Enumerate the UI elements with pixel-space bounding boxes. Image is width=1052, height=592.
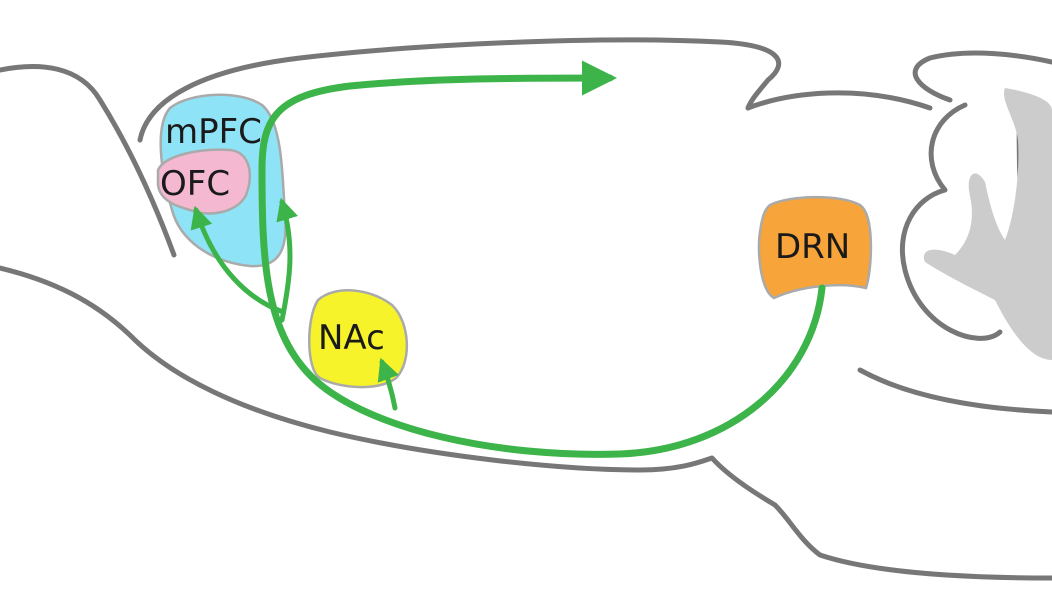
drn-shape (757, 195, 873, 300)
ofc-shape (156, 148, 252, 215)
nac-label: NAc (318, 318, 385, 358)
pathway-drn-to-ofc (190, 205, 286, 315)
drn-label: DRN (775, 227, 850, 267)
cerebellum-outline (912, 50, 1052, 103)
pathway-drn-to-mpfc (276, 197, 298, 323)
pathways (190, 60, 826, 458)
ventral-outline (0, 265, 1052, 581)
olfactory-bulb-outline (0, 63, 177, 258)
ofc-label: OFC (160, 164, 230, 204)
cerebellum-arbor (923, 88, 1052, 360)
mpfc-label: mPFC (165, 112, 262, 152)
cerebellum-folds (899, 102, 1003, 341)
region-ofc: OFC (156, 148, 252, 215)
pathway-drn-to-nac (377, 357, 399, 411)
region-nac: NAc (308, 289, 408, 389)
brain-outline (0, 37, 1052, 581)
pathway-drn-to-cortex (258, 60, 826, 458)
cortex-dorsal-outline (137, 37, 781, 143)
cortex-dorsal-extension (745, 90, 933, 111)
brainstem-outline (857, 367, 1052, 415)
region-drn: DRN (757, 195, 873, 300)
